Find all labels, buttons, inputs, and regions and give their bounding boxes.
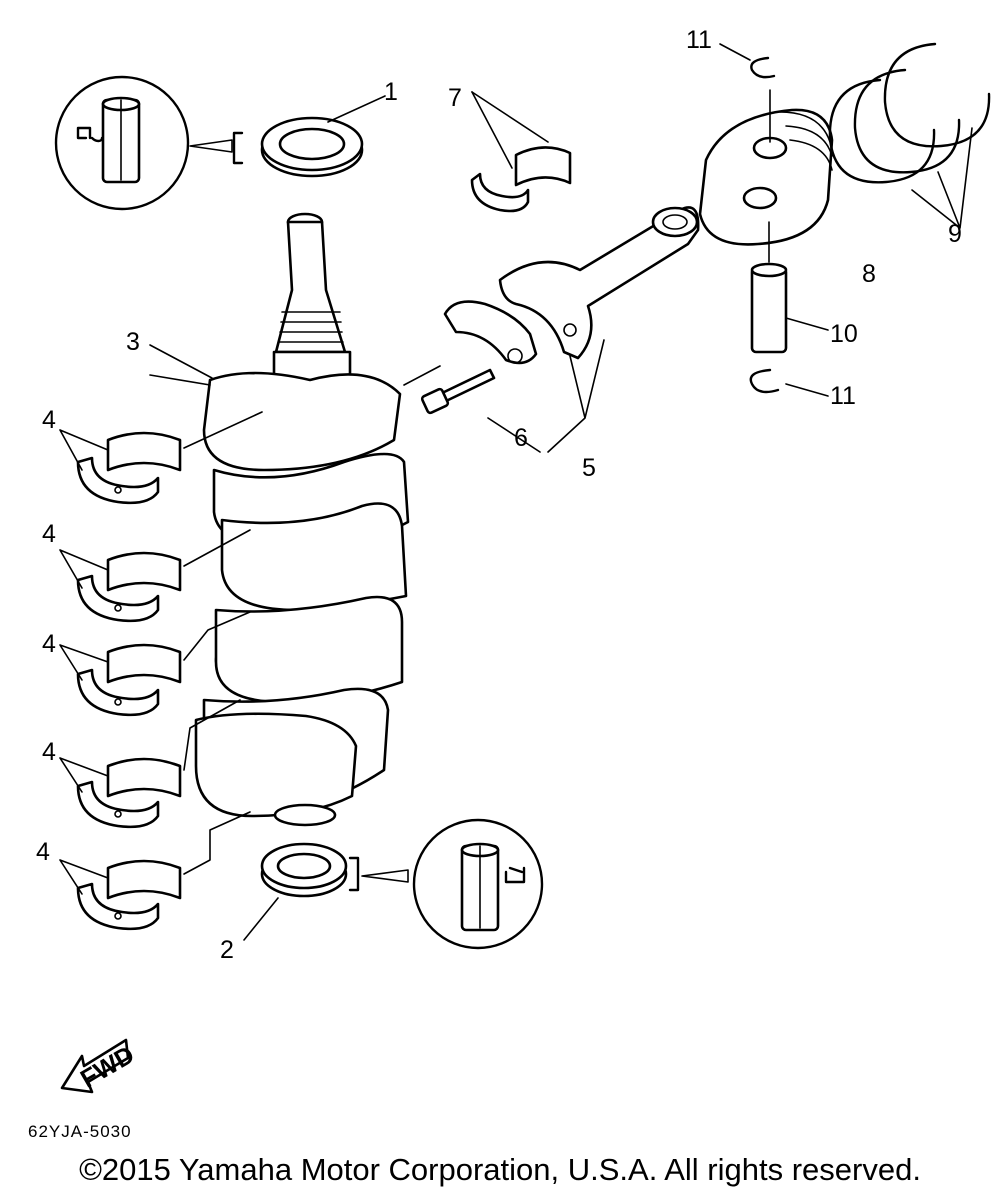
- callout-4e: 4: [36, 838, 50, 866]
- oil-seal-upper: [260, 95, 386, 178]
- fwd-arrow-icon: FWD: [60, 1038, 139, 1094]
- callout-9: 9: [948, 220, 962, 248]
- main-bearing-1: [76, 431, 182, 505]
- callout-4c: 4: [42, 630, 56, 658]
- main-bearing-4: [76, 757, 182, 829]
- callout-6: 6: [514, 424, 528, 452]
- circlip-lower: [749, 368, 829, 397]
- seal-detail-bottom: [412, 818, 544, 950]
- diagram-code: 62YJA-5030: [28, 1122, 132, 1141]
- piston-rings: [828, 42, 991, 229]
- conrod-bearing: [470, 91, 572, 213]
- callout-8: 8: [862, 260, 876, 288]
- callout-4d: 4: [42, 738, 56, 766]
- callout-3: 3: [126, 328, 140, 356]
- fwd-label: FWD: [76, 1041, 139, 1094]
- piston: [698, 89, 834, 246]
- callout-5: 5: [582, 454, 596, 482]
- main-bearing-2: [76, 551, 182, 623]
- main-bearing-3: [76, 643, 182, 717]
- callout-11b: 11: [830, 382, 856, 410]
- main-bearing-5: [76, 859, 182, 931]
- callout-1: 1: [384, 78, 398, 106]
- conrod-bolt: [403, 365, 496, 415]
- callout-11a: 11: [686, 26, 712, 54]
- callout-10: 10: [830, 320, 858, 348]
- circlip-upper: [719, 43, 776, 79]
- connecting-rod: [443, 206, 700, 365]
- seal-detail-top: [54, 75, 244, 211]
- piston-pin: [750, 221, 829, 354]
- callout-4a: 4: [42, 406, 56, 434]
- callout-4b: 4: [42, 520, 56, 548]
- copyright-notice: ©2015 Yamaha Motor Corporation, U.S.A. A…: [79, 1152, 921, 1187]
- oil-seal-lower: [243, 842, 409, 941]
- callout-2: 2: [220, 936, 234, 964]
- crankshaft: [149, 212, 410, 827]
- callout-7: 7: [448, 84, 462, 112]
- main-bearing-set: [59, 411, 263, 931]
